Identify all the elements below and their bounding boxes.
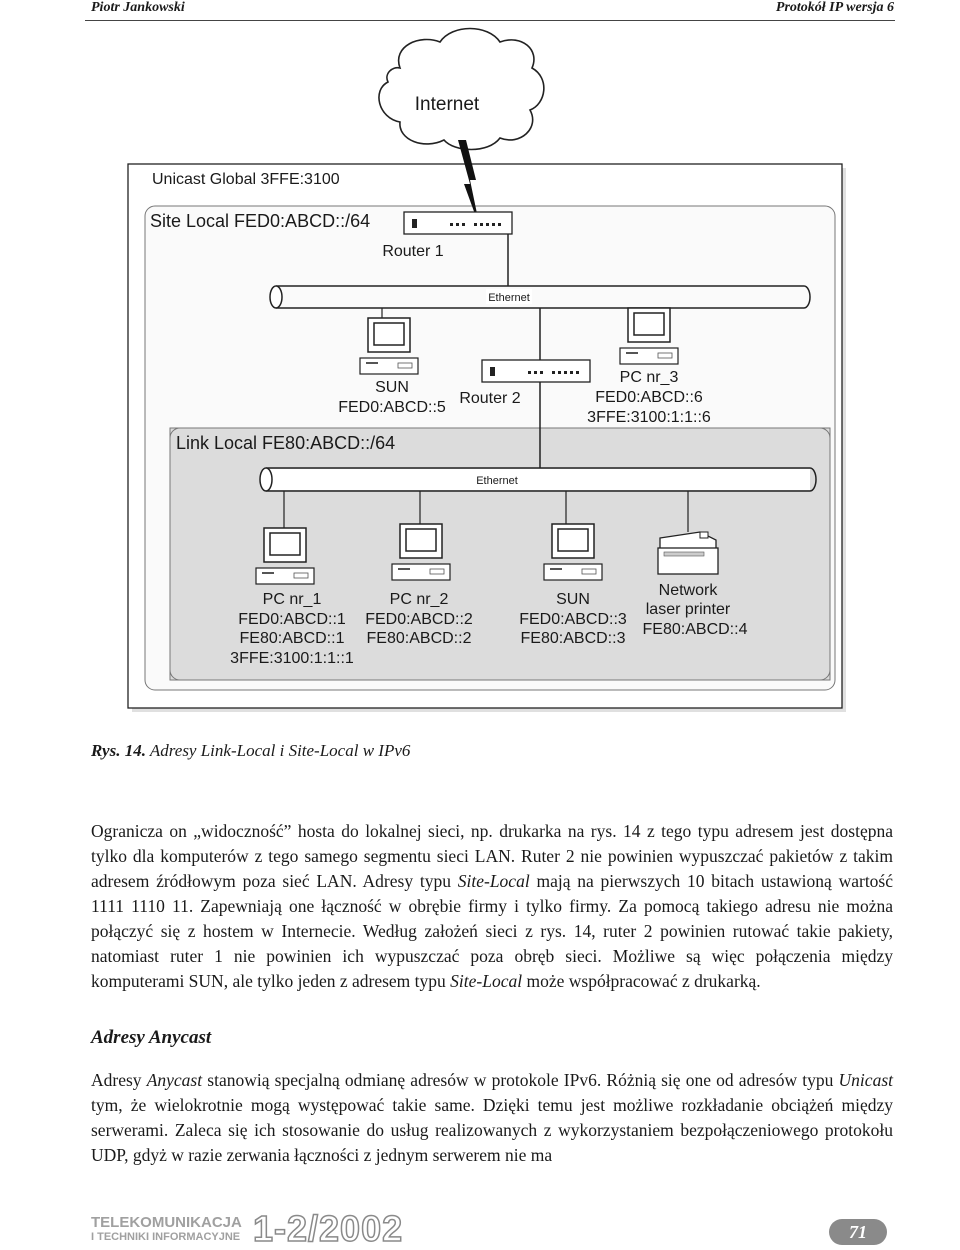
ethernet-bottom-label: Ethernet (476, 475, 518, 487)
sun-top-name: SUN (375, 379, 409, 396)
body-paragraph-site-local: Ogranicza on „widoczność” hosta do lokal… (91, 819, 893, 994)
header-rule (85, 20, 895, 21)
sun-bottom-computer-icon (543, 523, 603, 581)
body-paragraph-anycast: Adresy Anycast stanowią specjalną odmian… (91, 1068, 893, 1168)
para1-term-2: Site-Local (450, 971, 523, 991)
para2-text-1: Adresy (91, 1070, 147, 1090)
para1-text-1: Ogranicza on „widoczność” hosta do lokal… (91, 821, 893, 891)
pc1-name: PC nr_1 (263, 591, 322, 608)
sun-bottom-name: SUN (556, 591, 590, 608)
page-number: 71 (829, 1219, 887, 1245)
para2-term-1: Anycast (146, 1070, 203, 1090)
running-head-title: Protokół IP wersja 6 (775, 0, 894, 15)
para2-text-3: tym, że wielokrotnie mogą występować tak… (91, 1095, 893, 1165)
printer-address-link: FE80:ABCD::4 (643, 621, 748, 638)
router2-label: Router 2 (459, 390, 520, 407)
sun-top-address: FED0:ABCD::5 (338, 399, 446, 416)
ethernet-top-label: Ethernet (488, 292, 530, 304)
figure-caption-text: Adresy Link-Local i Site-Local w IPv6 (149, 741, 411, 760)
pc2-address-site: FED0:ABCD::2 (365, 611, 473, 628)
sun-bottom-address-link: FE80:ABCD::3 (521, 630, 626, 647)
running-head-author: Piotr Jankowski (91, 0, 185, 15)
printer-name-line2: laser printer (646, 601, 731, 618)
pc1-address-site: FED0:ABCD::1 (238, 611, 346, 628)
journal-brand-line1: TELEKOMUNIKACJA (91, 1214, 242, 1231)
figure-caption: Rys. 14. Adresy Link-Local i Site-Local … (91, 741, 410, 761)
pc3-name: PC nr_3 (620, 369, 679, 386)
figure-caption-label: Rys. 14. (91, 741, 146, 760)
pc1-address-global: 3FFE:3100:1:1::1 (230, 650, 354, 667)
para1-text-2: mają na pierwszych 10 bitach ustawioną w… (91, 871, 894, 991)
pc1-computer-icon (255, 527, 315, 585)
lightning-link-icon (458, 140, 480, 228)
pc3-address-site: FED0:ABCD::6 (595, 389, 703, 406)
link-local-label: Link Local FE80:ABCD::/64 (176, 433, 395, 453)
sun-bottom-address-site: FED0:ABCD::3 (519, 611, 627, 628)
router1-label: Router 1 (382, 243, 443, 260)
internet-label: Internet (415, 94, 480, 115)
pc2-address-link: FE80:ABCD::2 (367, 630, 472, 647)
para1-text-3: może współpracować z drukarką. (522, 971, 761, 991)
sun-top-computer-icon (359, 317, 419, 375)
unicast-global-label: Unicast Global 3FFE:3100 (152, 171, 340, 188)
internet-cloud (378, 27, 545, 151)
journal-issue: 1-2/2002 (252, 1207, 404, 1250)
printer-name-line1: Network (659, 582, 719, 599)
router1-icon (403, 211, 513, 235)
pc3-address-global: 3FFE:3100:1:1::6 (587, 409, 711, 426)
para1-term-1: Site-Local (457, 871, 530, 891)
pc1-address-link: FE80:ABCD::1 (240, 630, 345, 647)
laser-printer-icon (657, 531, 719, 575)
para2-term-2: Unicast (838, 1070, 893, 1090)
network-diagram: Unicast Global 3FFE:3100 Site Local FED0… (127, 27, 846, 712)
journal-brand: TELEKOMUNIKACJA I TECHNIKI INFORMACYJNE (91, 1214, 242, 1244)
para2-text-2: stanowią specjalną odmianę adresów w pro… (202, 1070, 839, 1090)
pc2-name: PC nr_2 (390, 591, 449, 608)
section-heading-anycast: Adresy Anycast (91, 1027, 212, 1048)
ethernet-bus-bottom (259, 467, 817, 492)
pc2-computer-icon (391, 523, 451, 581)
pc3-computer-icon (619, 307, 679, 365)
journal-brand-line2: I TECHNIKI INFORMACYJNE (91, 1231, 241, 1243)
router2-icon (481, 359, 591, 383)
site-local-label: Site Local FED0:ABCD::/64 (150, 211, 370, 231)
